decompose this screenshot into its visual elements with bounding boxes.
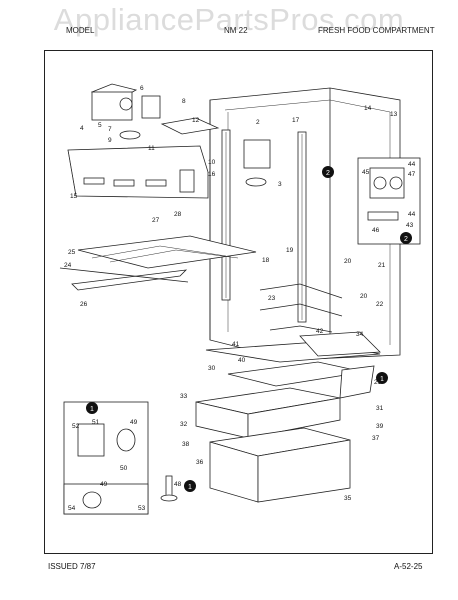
callout-18: 18 bbox=[262, 257, 270, 264]
callout-40: 40 bbox=[238, 357, 246, 364]
leveling-leg bbox=[160, 475, 178, 502]
callout-23: 23 bbox=[268, 295, 276, 302]
callout-34: 34 bbox=[356, 331, 364, 338]
detail-marker-2-box: 2 bbox=[400, 232, 412, 244]
svg-text:2: 2 bbox=[326, 170, 330, 177]
callout-17: 17 bbox=[292, 117, 300, 124]
crisper-cover bbox=[205, 331, 381, 363]
shelf-rail-left bbox=[221, 129, 231, 301]
shelf-rail-right bbox=[297, 131, 307, 323]
shelf-supports bbox=[259, 283, 343, 333]
detail-marker-1-top: 1 bbox=[376, 372, 388, 384]
callout-26: 26 bbox=[80, 301, 88, 308]
callout-48: 48 bbox=[174, 481, 182, 488]
callout-12: 12 bbox=[192, 117, 200, 124]
callout-43: 43 bbox=[406, 222, 414, 229]
callout-29: 29 bbox=[374, 379, 382, 386]
detail-marker-2-cabinet: 2 bbox=[322, 166, 334, 178]
cold-control bbox=[243, 139, 271, 187]
callout-41: 41 bbox=[232, 341, 240, 348]
callout-52: 52 bbox=[72, 423, 80, 430]
callout-32: 32 bbox=[180, 421, 188, 428]
callout-8: 8 bbox=[182, 98, 186, 105]
callout-49b: 49 bbox=[100, 481, 108, 488]
callout-16: 16 bbox=[208, 171, 216, 178]
watermark: AppliancePartsPros.com bbox=[53, 2, 405, 37]
svg-text:1: 1 bbox=[90, 406, 94, 413]
page-number: A-52-25 bbox=[394, 562, 423, 571]
callout-2: 2 bbox=[256, 119, 260, 126]
callout-36: 36 bbox=[196, 459, 204, 466]
callout-54: 54 bbox=[68, 505, 76, 512]
callout-10: 10 bbox=[208, 159, 216, 166]
callout-15: 15 bbox=[70, 193, 78, 200]
control-housing bbox=[90, 83, 161, 140]
detail-box-1 bbox=[63, 401, 149, 515]
callout-33: 33 bbox=[180, 393, 188, 400]
control-panel bbox=[67, 145, 209, 199]
callout-53: 53 bbox=[138, 505, 146, 512]
callout-21: 21 bbox=[378, 262, 386, 269]
callout-46: 46 bbox=[372, 227, 380, 234]
callout-11: 11 bbox=[148, 145, 155, 152]
detail-marker-1-box: 1 bbox=[86, 402, 98, 414]
detail-box-2 bbox=[357, 157, 421, 245]
callout-44a: 44 bbox=[408, 161, 416, 168]
issued-date: ISSUED 7/87 bbox=[48, 562, 96, 571]
callout-45: 45 bbox=[362, 169, 370, 176]
callout-31: 31 bbox=[376, 405, 384, 412]
callout-47: 47 bbox=[408, 171, 416, 178]
callout-6: 6 bbox=[140, 85, 144, 92]
callout-42: 42 bbox=[316, 328, 324, 335]
crisper-drawer-upper bbox=[195, 387, 341, 439]
callout-24: 24 bbox=[64, 262, 72, 269]
crisper-drawer-lower bbox=[209, 427, 351, 503]
callout-20b: 20 bbox=[360, 293, 368, 300]
callout-labels: 4 5 6 7 8 9 10 11 12 13 14 15 16 17 18 1… bbox=[64, 85, 416, 512]
callout-28: 28 bbox=[174, 211, 182, 218]
callout-20a: 20 bbox=[344, 258, 352, 265]
callout-49a: 49 bbox=[130, 419, 138, 426]
header-section-title: FRESH FOOD COMPARTMENT bbox=[318, 26, 435, 35]
callout-5: 5 bbox=[98, 122, 102, 129]
callout-38: 38 bbox=[182, 441, 190, 448]
callout-13: 13 bbox=[390, 111, 398, 118]
duct-bracket bbox=[160, 117, 220, 135]
svg-text:1: 1 bbox=[188, 484, 192, 491]
callout-4: 4 bbox=[80, 125, 84, 132]
svg-text:1: 1 bbox=[380, 376, 384, 383]
callout-39: 39 bbox=[376, 423, 384, 430]
callout-19: 19 bbox=[286, 247, 294, 254]
detail-marker-1-bottom: 1 bbox=[184, 480, 196, 492]
wire-shelf bbox=[59, 235, 257, 291]
callout-9: 9 bbox=[108, 137, 112, 144]
callout-51: 51 bbox=[92, 419, 100, 426]
callout-50: 50 bbox=[120, 465, 128, 472]
callout-7: 7 bbox=[108, 126, 112, 133]
callout-14: 14 bbox=[364, 105, 372, 112]
callout-25: 25 bbox=[68, 249, 76, 256]
callout-35: 35 bbox=[344, 495, 352, 502]
svg-text:2: 2 bbox=[404, 236, 408, 243]
callout-3: 3 bbox=[278, 181, 282, 188]
header-model: MODEL bbox=[66, 26, 95, 35]
pan-frame bbox=[227, 361, 375, 399]
callout-37: 37 bbox=[372, 435, 380, 442]
diagram-frame bbox=[44, 50, 433, 554]
callout-44b: 44 bbox=[408, 211, 416, 218]
callout-22: 22 bbox=[376, 301, 384, 308]
header-model-number: NM 22 bbox=[224, 26, 248, 35]
callout-30: 30 bbox=[208, 365, 216, 372]
callout-27: 27 bbox=[152, 217, 160, 224]
